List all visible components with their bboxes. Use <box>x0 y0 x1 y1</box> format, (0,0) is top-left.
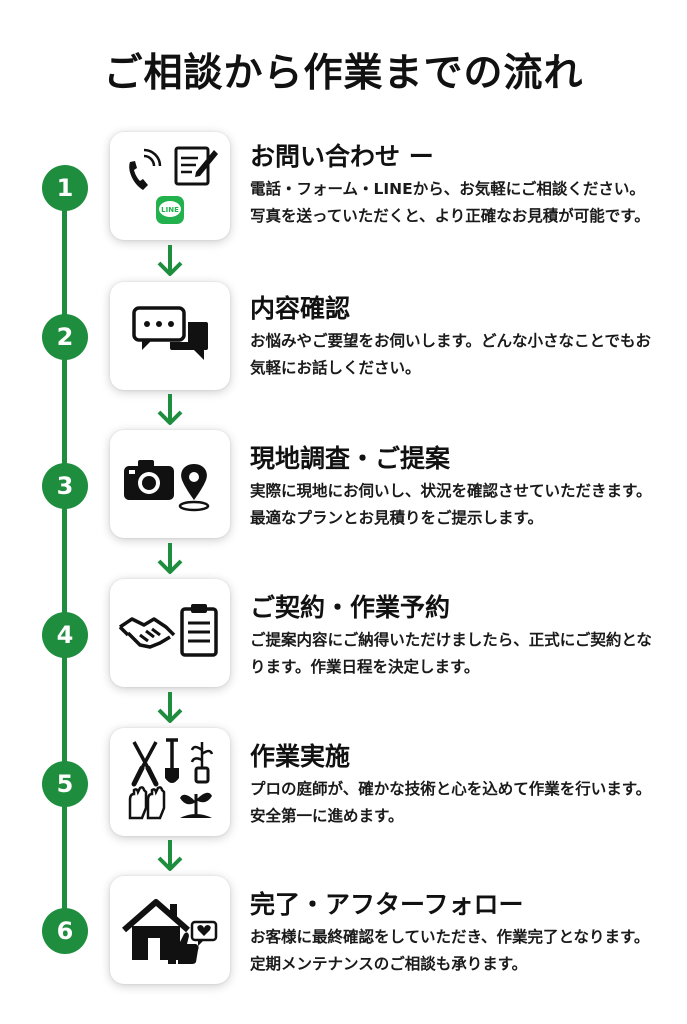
step-5-icon-card <box>110 728 230 836</box>
step-4-title: ご契約・作業予約 <box>250 593 451 622</box>
step-1-icon-card: LINE <box>110 132 230 240</box>
timeline-line <box>62 185 67 930</box>
handshake-icon <box>118 617 176 649</box>
step-5-description: プロの庭師が、確かな技術と心を込めて作業を行います。安全第一に進めます。 <box>250 780 652 825</box>
sprout-icon <box>180 792 212 818</box>
house-icon <box>122 899 190 960</box>
step-6-icon-card <box>110 876 230 984</box>
step-1-title: お問い合わせ ー <box>250 142 434 171</box>
step-6-description: お客様に最終確認をしていただき、作業完了となります。定期メンテナンスのご相談も承… <box>250 928 650 973</box>
clipboard-icon <box>180 604 218 657</box>
step-2-description: お悩みやご要望をお伺いします。どんな小さなことでもお気軽にお話しください。 <box>250 332 651 377</box>
step-4-description: ご提案内容にご納得いただけましたら、正式にご契約となります。作業日程を決定します… <box>250 631 652 676</box>
camera-icon <box>124 460 174 500</box>
step-number-2: 2 <box>42 314 88 360</box>
step-6-title: 完了・アフターフォロー <box>250 890 524 919</box>
step-3-title: 現地調査・ご提案 <box>250 444 451 473</box>
form-edit-icon <box>174 146 218 186</box>
step-4-icon-card <box>110 579 230 687</box>
step-arrow-4 <box>157 692 183 723</box>
phone-icon <box>129 148 162 190</box>
thumbs-up-icon <box>168 932 199 964</box>
gloves-icon <box>128 786 166 820</box>
step-5-title: 作業実施 <box>250 742 351 771</box>
step-1-description: 電話・フォーム・LINEから、お気軽にご相談ください。写真を送っていただくと、よ… <box>250 180 650 225</box>
step-arrow-2 <box>157 394 183 425</box>
line-app-icon <box>156 196 184 224</box>
shovel-icon <box>165 738 179 783</box>
step-number-3: 3 <box>42 463 88 509</box>
heart-message-icon <box>190 920 218 946</box>
step-3-description: 実際に現地にお伺いし、状況を確認させていただきます。最適なプランとお見積りをご提… <box>250 482 652 527</box>
pruning-shears-icon <box>131 741 159 787</box>
step-number-1: 1 <box>42 165 88 211</box>
step-2-icon-card <box>110 282 230 390</box>
step-number-4: 4 <box>42 612 88 658</box>
step-number-6: 6 <box>42 908 88 954</box>
step-2-title: 内容確認 <box>250 294 351 323</box>
chat-bubbles-icon <box>132 306 208 360</box>
step-number-5: 5 <box>42 761 88 807</box>
step-arrow-5 <box>157 840 183 871</box>
step-3-icon-card <box>110 430 230 538</box>
step-arrow-3 <box>157 543 183 574</box>
map-pin-icon <box>178 464 210 512</box>
plant-pot-icon <box>190 742 214 784</box>
line-badge-label: LINE <box>161 206 179 214</box>
step-arrow-1 <box>157 245 183 276</box>
page-title: ご相談から作業までの流れ <box>103 51 584 96</box>
